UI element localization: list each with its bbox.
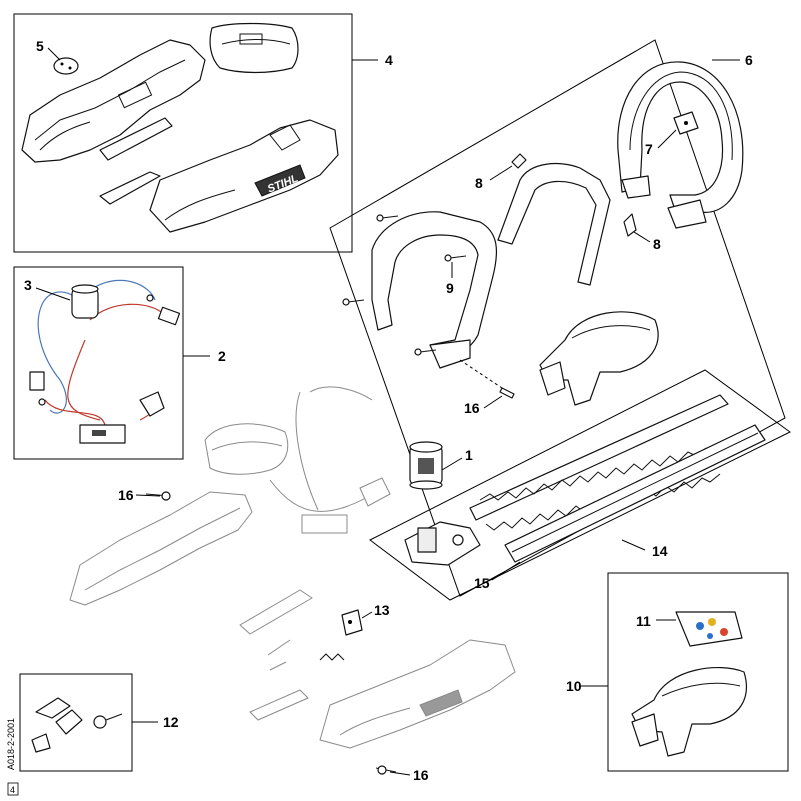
callout-8-lower: 8 [653,236,661,252]
callout-12: 12 [163,714,179,730]
callout-5: 5 [36,38,44,54]
spring [319,653,345,661]
terminal-right [157,306,181,326]
rear-handle-kit [631,666,748,757]
callout-2: 2 [218,348,226,364]
callout-8-upper: 8 [475,175,483,191]
callout-6: 6 [745,52,753,68]
bow-handle [497,162,611,286]
mount-plate-13 [341,609,363,636]
callout-16-handle: 16 [464,400,480,416]
ghost-top-cover [204,423,289,475]
callout-14: 14 [652,543,668,559]
right-housing-shell [149,119,339,233]
rear-handle-cover [539,311,659,406]
front-handle-clamp [429,339,471,369]
rear-handle-kit-frame [607,572,789,772]
screw-16-bottom [377,765,387,775]
ghost-switch-block [301,514,348,534]
blade-assembly-frame [369,369,791,601]
corner-mark-box [7,782,19,796]
callout-16-bottom: 16 [413,767,429,783]
kit-clip [31,733,51,753]
front-handle [371,211,498,357]
kit-spring-nut [93,715,107,729]
callout-10: 10 [566,678,582,694]
kit-trigger [35,697,71,719]
clip-upper [511,153,527,169]
clip-lower [623,213,637,237]
handle-screws [342,214,467,356]
handle-assembly-frame [329,39,786,597]
switch-slider [99,171,161,205]
wiring-harness-frame [13,266,184,460]
callout-4: 4 [385,52,393,68]
callout-16-housing: 16 [118,487,134,503]
housing-set-group: STIHL 5 [13,13,353,253]
gasket-part [53,57,79,75]
callout-15: 15 [474,575,490,591]
screw-16-housing [161,491,171,501]
callout-1: 1 [465,447,473,463]
drawing-code: A018-2-2001 [6,718,16,770]
screw-16-handle [499,387,515,399]
callout-9: 9 [446,280,454,296]
terminal-left [29,371,45,391]
callout-3: 3 [24,277,32,293]
small-parts-kit-group [19,673,133,772]
blade-guard [504,424,766,563]
kit-lever [55,709,83,735]
left-housing-shell [21,39,206,163]
callout-13: 13 [374,602,390,618]
corner-mark: 4 [10,785,15,795]
ghost-left-housing [69,491,253,606]
gearbox [404,521,481,566]
ghost-slider [249,689,309,721]
loop-handle-foot-left [621,175,651,199]
cutting-blade [469,394,729,521]
rear-handle-kit-group: 11 [607,572,789,772]
connector-plate [139,391,165,417]
ghost-assembly [69,386,516,775]
blade-assembly-group: 15 [369,369,791,601]
warning-label [675,611,743,647]
wiring-harness-group: 3 [13,266,184,460]
ghost-right-housing [319,639,516,749]
trigger-bar [99,117,173,161]
handle-assembly-group: 7 8 8 9 [329,39,786,597]
callout-11: 11 [636,613,651,629]
loop-handle-foot-right [667,199,707,229]
ghost-trigger [239,589,313,635]
top-cover [209,22,299,74]
housing-set-frame [13,13,353,253]
callout-7: 7 [645,141,653,157]
